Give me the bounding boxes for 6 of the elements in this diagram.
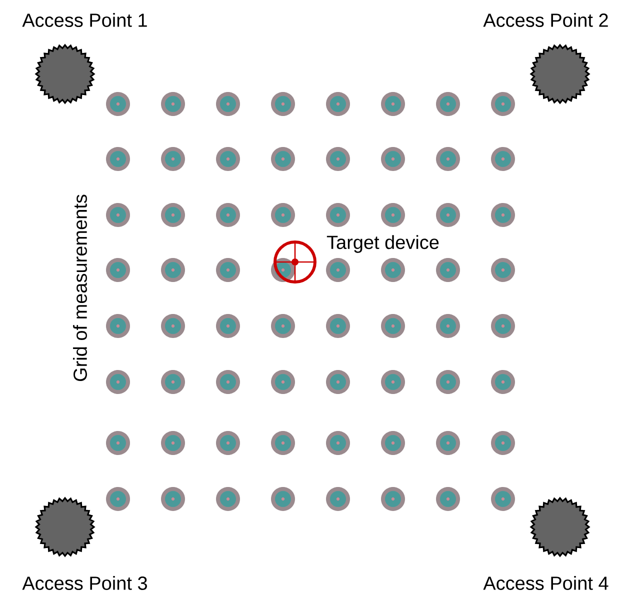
- node-label: Target device: [326, 235, 439, 253]
- node-label: Access Point 2: [483, 13, 608, 27]
- node-label: Access Point 3: [22, 576, 147, 590]
- node-label: Access Point 4: [483, 576, 608, 590]
- axis-label: Grid of measurements: [73, 194, 87, 381]
- node-label: Access Point 1: [22, 13, 147, 27]
